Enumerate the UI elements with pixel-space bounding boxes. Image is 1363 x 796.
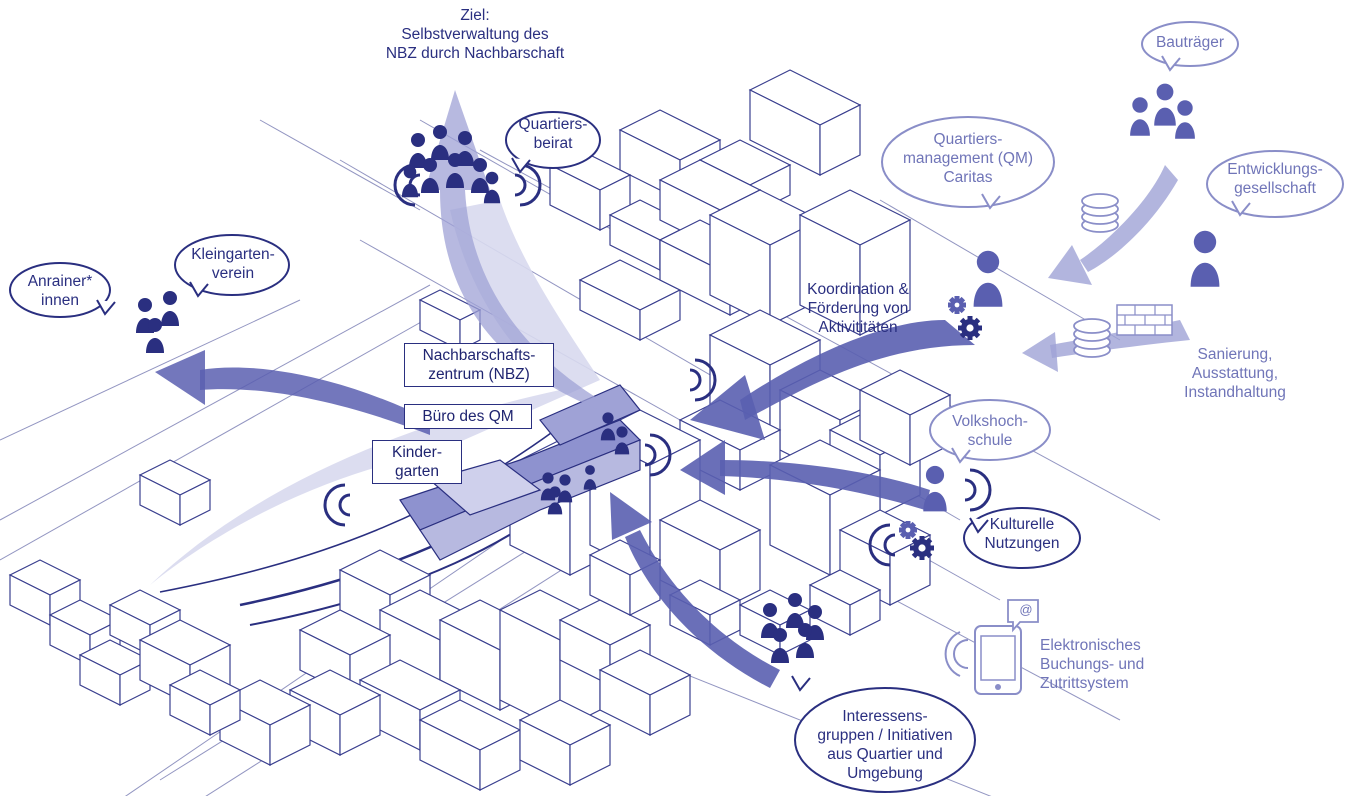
person-icon [146,318,164,353]
gear-icon [899,296,982,560]
person-icon [1175,100,1195,139]
people [136,83,1220,663]
gear-icon [910,536,934,560]
arrow-to-anrainer-head [155,350,205,405]
speech-bubble-icon [881,116,1055,210]
at-icon: @ [1019,602,1033,617]
person-icon [421,158,439,193]
person-icon [471,158,489,193]
brick-wall-icon [1116,304,1173,336]
interessensgruppen-label: Interessens- gruppen / Initiativen aus Q… [817,708,953,782]
person-icon [614,426,630,455]
signal-waves-icon [964,468,992,512]
person-icon [456,131,474,166]
person-icon [600,412,616,441]
speech-bubble-icon [174,234,290,298]
person-icon [1130,97,1150,136]
quartiersmanagement-label: Quartiers- management (QM) Caritas [902,131,1034,186]
koordination-label: Koordination & Förderung von Aktivitität… [807,281,909,336]
entwicklungsgesellschaft-label: Entwicklungs- gesellschaft [1227,161,1323,197]
person-icon [483,171,501,204]
building [798,189,912,336]
bautraeger-label: Bauträger [1155,34,1225,51]
sanierung-label: Sanierung, Ausstattung, Instandhaltung [1184,346,1286,401]
person-icon [583,465,597,490]
person-icon [547,486,563,515]
kulturelle-nutzungen-label: Kulturelle Nutzungen [984,516,1060,552]
signal-waves-icon [644,433,672,477]
building [578,259,682,341]
arrow-from-qm [740,320,975,420]
person-icon [161,291,179,326]
person-icon [1154,83,1176,126]
signal-waves-icon [323,483,351,527]
person-icon [973,250,1003,307]
person-icon [796,623,814,658]
smartphone-icon [944,599,1039,695]
anrainer-label: Anrainer* innen [27,273,93,309]
speech-bubble-icon [9,262,116,318]
person-icon [431,125,449,160]
building [138,459,212,526]
speech-bubble-icon [505,111,601,174]
building [78,639,152,706]
arrow-from-interessensgruppen-head [610,492,652,540]
speech-bubbles [9,21,1344,793]
signal-waves-icon [689,358,717,402]
building [168,669,242,736]
signal-waves [323,163,992,567]
goal-label: Ziel: Selbstverwaltung des NBZ durch Nac… [385,7,565,62]
person-icon [409,133,427,168]
person-icon [786,593,804,628]
signal-waves-icon [514,163,542,207]
building [808,569,882,636]
person-icon [923,465,947,512]
arrow-to-goal [440,190,600,410]
buchungssystem-label: Elektronisches Buchungs- und Zutrittsyst… [1040,637,1145,692]
arrow-from-vhs [720,460,930,510]
speech-bubble-icon [1141,21,1239,72]
quartiersbeirat-label: Quartiers- beirat [518,116,588,152]
arrow-from-interessensgruppen [625,530,780,688]
arrow-from-bautraeger-head [1048,245,1092,285]
person-icon [771,628,789,663]
gear-icon [899,521,917,539]
building [598,649,692,736]
arrow-from-vhs-head [680,440,725,495]
buero-qm-label: Büro des QM [404,404,532,429]
gear-icon [948,296,966,314]
arrow-to-anrainer [200,367,430,435]
signal-waves-icon [868,523,896,567]
building [518,699,612,786]
person-icon [446,153,464,188]
speech-bubble-icon [963,507,1081,569]
arrow-from-entwicklung-head [1022,332,1058,372]
nbz-building-label: Nachbarschafts- zentrum (NBZ) [404,343,554,387]
arrows [155,90,1190,688]
person-icon [1190,230,1220,287]
arrow-from-bautraeger [1080,165,1178,272]
coin-stack-icon [1073,193,1119,358]
person-icon [557,474,573,503]
kindergarten-label: Kinder- garten [372,440,462,484]
arrow-from-qm-head [690,375,765,440]
speech-bubble-icon [1206,150,1344,218]
kleingartenverein-label: Kleingarten- verein [191,246,275,282]
building [418,289,482,351]
nbz-building [399,384,642,561]
building [748,69,862,176]
building [418,699,522,791]
gear-icon [958,316,982,340]
speech-bubble-icon [791,675,976,793]
volkshochschule-label: Volkshoch- schule [952,413,1028,449]
person-icon [401,165,419,198]
speech-bubble-icon [929,399,1051,464]
